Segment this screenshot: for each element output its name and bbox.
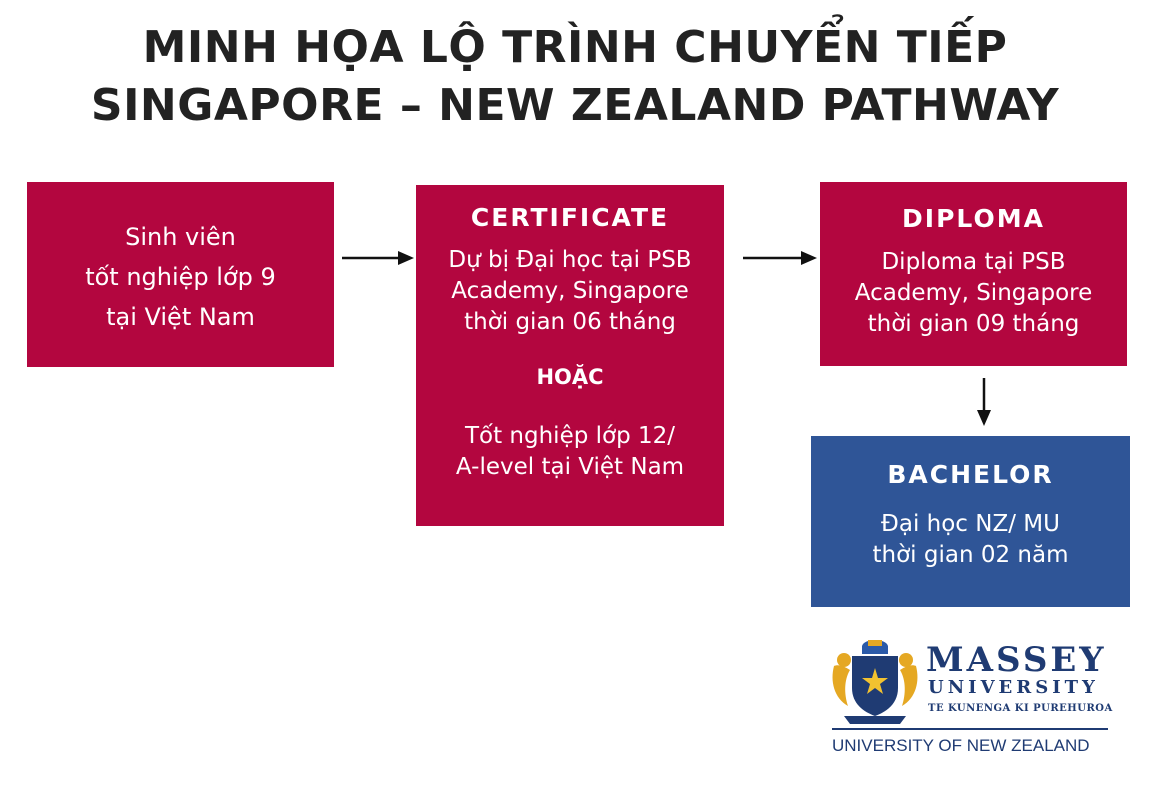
diploma-heading: DIPLOMA — [902, 204, 1045, 233]
logo-university: UNIVERSITY — [928, 677, 1099, 698]
arrow-right-icon — [743, 251, 817, 265]
massey-crest-icon — [832, 640, 918, 724]
or-label: HOẶC — [536, 365, 604, 389]
alternative-line: Tốt nghiệp lớp 12/ — [464, 423, 676, 449]
start-box: Sinh viên tốt nghiệp lớp 9 tại Việt Nam — [27, 182, 334, 367]
start-line: tại Việt Nam — [106, 303, 255, 331]
diploma-line: thời gian 09 tháng — [867, 311, 1080, 337]
diploma-box: DIPLOMA Diploma tại PSB Academy, Singapo… — [820, 182, 1127, 366]
certificate-line: thời gian 06 tháng — [464, 309, 676, 335]
logo-footer: UNIVERSITY OF NEW ZEALAND — [832, 736, 1090, 755]
logo-motto: TE KUNENGA KI PUREHUROA — [928, 703, 1113, 714]
arrow-down-icon — [977, 378, 991, 426]
diagram-title-line-1: MINH HỌA LỘ TRÌNH CHUYỂN TIẾP — [142, 22, 1008, 73]
certificate-line: Academy, Singapore — [451, 278, 689, 304]
logo-name: MASSEY — [926, 640, 1107, 680]
diploma-text: Diploma tại PSB Academy, Singapore thời … — [820, 247, 1127, 340]
start-line: tốt nghiệp lớp 9 — [85, 263, 276, 291]
alternative-line: A-level tại Việt Nam — [455, 454, 685, 480]
certificate-box: CERTIFICATE Dự bị Đại học tại PSB Academ… — [416, 185, 724, 526]
logo-divider — [832, 728, 1108, 730]
certificate-heading: CERTIFICATE — [470, 203, 670, 232]
start-text: Sinh viên tốt nghiệp lớp 9 tại Việt Nam — [27, 217, 334, 337]
bachelor-heading: BACHELOR — [887, 460, 1054, 489]
bachelor-line: thời gian 02 năm — [872, 542, 1069, 568]
diagram-title-line-2: SINGAPORE – NEW ZEALAND PATHWAY — [90, 80, 1060, 131]
alternative-text: Tốt nghiệp lớp 12/ A-level tại Việt Nam — [416, 421, 724, 483]
start-line: Sinh viên — [125, 223, 236, 251]
bachelor-line: Đại học NZ/ MU — [881, 511, 1060, 537]
bachelor-text: Đại học NZ/ MU thời gian 02 năm — [811, 509, 1130, 571]
diploma-line: Academy, Singapore — [854, 280, 1093, 306]
arrow-right-icon — [342, 251, 414, 265]
diploma-line: Diploma tại PSB — [881, 249, 1066, 275]
certificate-line: Dự bị Đại học tại PSB — [448, 247, 692, 273]
massey-university-logo: MASSEY UNIVERSITY TE KUNENGA KI PUREHURO… — [830, 636, 1120, 766]
certificate-text: Dự bị Đại học tại PSB Academy, Singapore… — [416, 245, 724, 338]
bachelor-box: BACHELOR Đại học NZ/ MU thời gian 02 năm — [811, 436, 1130, 607]
